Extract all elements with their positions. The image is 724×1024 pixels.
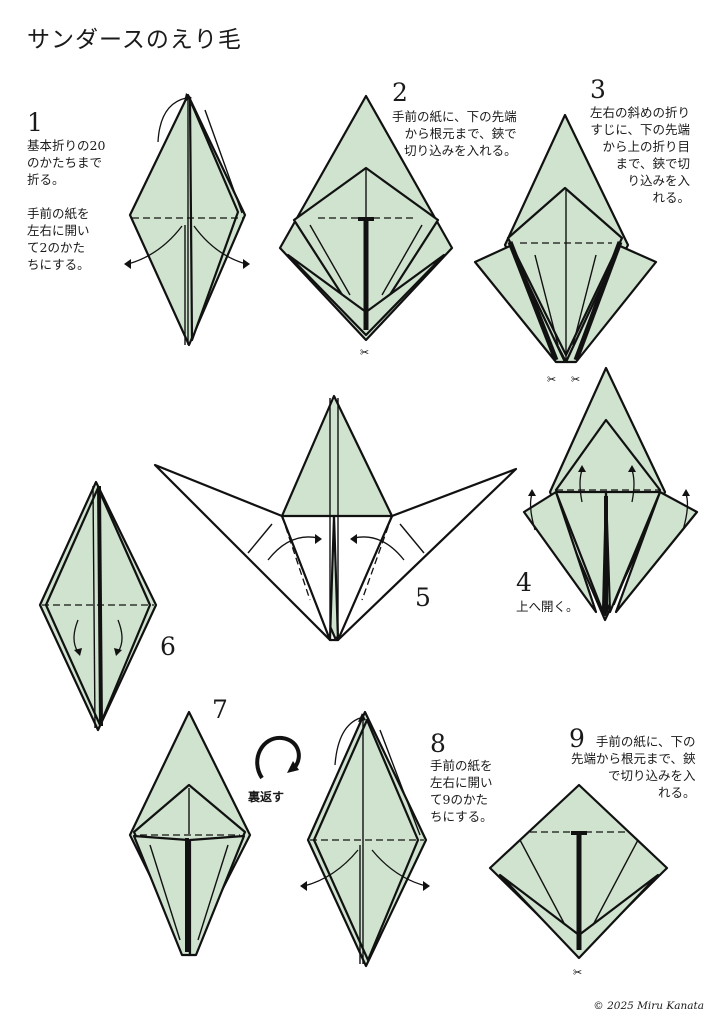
step-7-diagram xyxy=(128,710,252,957)
step-9-instructions: 手前の紙に、下の 先端から根元まで、鋏 で切り込みを入 れる。 xyxy=(571,734,696,800)
step-6-number: 6 xyxy=(160,632,176,661)
step-8-instructions: 手前の紙を 左右に開い て9のかた ちにする。 xyxy=(430,758,493,824)
svg-text:✂: ✂ xyxy=(547,373,556,386)
step-8-number: 8 xyxy=(430,729,446,758)
step-7-number: 7 xyxy=(212,695,228,724)
page-title: サンダースのえり毛 xyxy=(27,27,242,53)
flip-over-label: 裏返す xyxy=(248,790,285,804)
step-2-instructions: 手前の紙に、下の先端 から根元まで、鋏で 切り込みを入れる。 xyxy=(392,109,517,158)
step-3-number: 3 xyxy=(590,75,606,104)
step-3-diagram: ✂ ✂ xyxy=(473,113,658,386)
svg-text:✂: ✂ xyxy=(571,373,580,386)
step-5-diagram xyxy=(153,394,518,642)
svg-text:✂: ✂ xyxy=(360,346,369,359)
step-9-number: 9 xyxy=(569,724,585,753)
step-4-number: 4 xyxy=(516,568,532,597)
step-4-diagram xyxy=(522,366,699,622)
flip-over-icon xyxy=(255,735,301,780)
copyright: © 2025 Miru Kanata xyxy=(593,1000,704,1012)
step-9-diagram: ✂ xyxy=(488,783,669,979)
step-4-instructions: 上へ開く。 xyxy=(516,599,579,614)
step-5-number: 5 xyxy=(415,583,431,612)
step-1-diagram xyxy=(124,93,250,347)
svg-text:✂: ✂ xyxy=(573,966,582,979)
step-2-number: 2 xyxy=(392,78,408,107)
step-3-instructions: 左右の斜めの折り すじに、下の先端 から上の折り目 まで、鋏で切 り込みを入 れ… xyxy=(590,105,691,205)
step-2-diagram: ✂ xyxy=(278,94,454,359)
step-1-instructions: 基本折りの20 のかたちまで 折る。 手前の紙を 左右に開い て2のかた ちにす… xyxy=(27,138,106,272)
step-6-diagram xyxy=(38,480,158,732)
step-8-diagram xyxy=(300,710,430,968)
step-1-number: 1 xyxy=(27,108,43,137)
